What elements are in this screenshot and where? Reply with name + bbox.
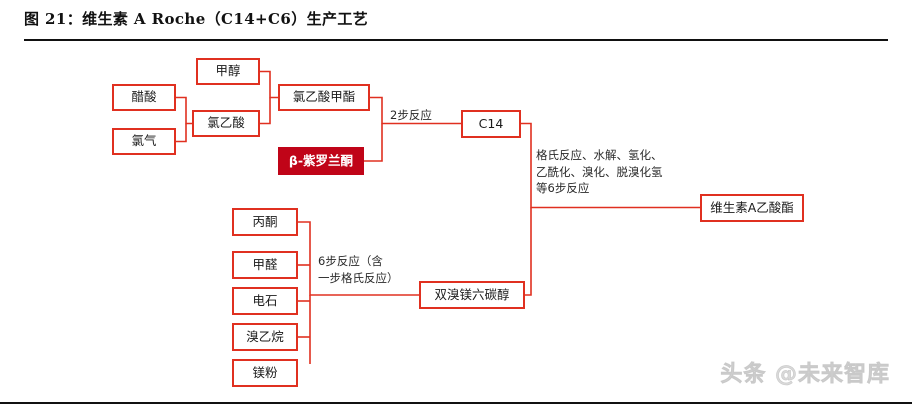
header-divider <box>24 39 888 41</box>
node-label: 电石 <box>252 292 278 308</box>
edge-label-six-step-vitamin-a: 格氏反应、水解、氢化、 乙酰化、溴化、脱溴化氢 等6步反应 <box>536 148 663 196</box>
node-label: 甲醇 <box>215 63 241 79</box>
node-bromoethane: 溴乙烷 <box>232 323 298 351</box>
node-label: 溴乙烷 <box>246 328 284 344</box>
node-acetone: 丙酮 <box>232 208 298 236</box>
node-c14: C14 <box>461 110 521 138</box>
footer-divider <box>0 402 912 404</box>
node-label: 丙酮 <box>252 213 278 229</box>
node-vitamin-a-acetate: 维生素A乙酸酯 <box>700 194 804 222</box>
node-label: 镁粉 <box>252 364 278 380</box>
node-dibromomagnesium-c6-alcohol: 双溴镁六碳醇 <box>419 281 525 309</box>
node-methanol: 甲醇 <box>196 58 260 85</box>
node-label: β-紫罗兰酮 <box>288 152 354 168</box>
node-label: 维生素A乙酸酯 <box>710 199 794 215</box>
node-label: 氯乙酸 <box>207 115 245 131</box>
watermark: 头条 @未来智库 <box>720 362 890 388</box>
node-label: C14 <box>478 115 504 131</box>
connector-lines <box>176 70 700 364</box>
node-beta-ionone: β-紫罗兰酮 <box>278 147 364 175</box>
page-title: 图 21：维生素 A Roche（C14+C6）生产工艺 <box>24 10 369 28</box>
edge-label-six-step-grignard: 6步反应（含 一步格氏反应） <box>318 254 399 285</box>
node-label: 双溴镁六碳醇 <box>434 286 510 302</box>
node-label: 氯气 <box>131 133 157 149</box>
node-magnesium-powder: 镁粉 <box>232 359 298 387</box>
node-label: 氯乙酸甲酯 <box>292 89 356 105</box>
node-chlorine: 氯气 <box>112 128 176 155</box>
node-chloroacetic-acid: 氯乙酸 <box>192 110 260 137</box>
node-acetic-acid: 醋酸 <box>112 84 176 111</box>
node-formaldehyde: 甲醛 <box>232 251 298 279</box>
node-label: 醋酸 <box>131 89 157 105</box>
node-calcium-carbide: 电石 <box>232 287 298 315</box>
node-methyl-chloroacetate: 氯乙酸甲酯 <box>278 84 370 111</box>
node-label: 甲醛 <box>252 256 278 272</box>
edge-label-two-step-reaction: 2步反应 <box>390 108 432 122</box>
process-flow-diagram: 醋酸 氯气 甲醇 氯乙酸 氯乙酸甲酯 β-紫罗兰酮 C14 丙酮 甲醛 电石 <box>0 44 912 387</box>
